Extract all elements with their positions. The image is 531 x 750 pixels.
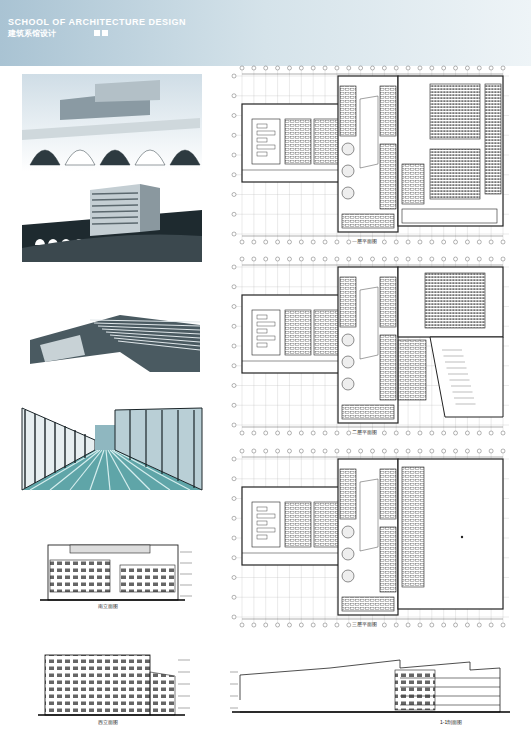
floor-plan	[232, 257, 509, 435]
drawing-caption: 南立面图	[98, 604, 118, 610]
render-frame	[22, 180, 202, 262]
subtitle: 建筑系馆设计	[8, 30, 56, 39]
drawing-caption: 西立面图	[98, 720, 118, 726]
poster-title: SCHOOL OF ARCHITECTURE DESIGN	[8, 18, 186, 28]
elevation	[38, 655, 190, 715]
drawing-caption: 1-1剖面图	[440, 720, 462, 726]
floor-plan	[232, 449, 509, 627]
drawing-caption: 三层平面图	[352, 622, 377, 628]
render-frame	[22, 408, 202, 490]
render-frame	[22, 300, 202, 372]
floor-plan	[232, 66, 509, 244]
drawing-caption: 二层平面图	[352, 430, 377, 436]
section	[230, 660, 510, 712]
render-frame	[22, 74, 202, 172]
elevation	[40, 545, 192, 600]
drawing-caption: 一层平面图	[352, 239, 377, 245]
